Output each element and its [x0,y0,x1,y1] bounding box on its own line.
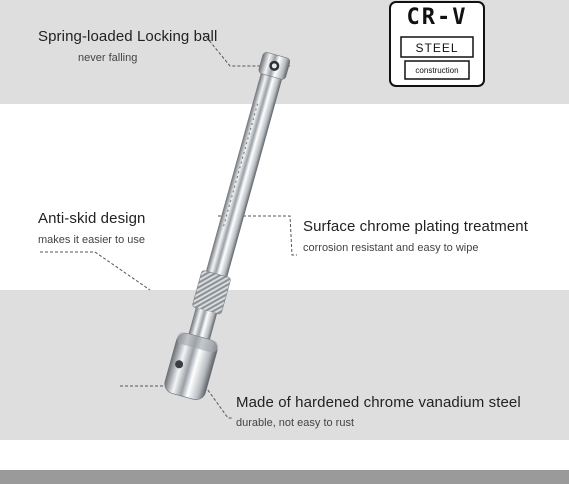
middle-band [0,290,569,440]
badge-grade: CR-V [406,5,468,30]
badge-subtitle: construction [415,66,459,75]
callout-chrome-plating-subtitle: corrosion resistant and easy to wipe [303,242,479,254]
callout-locking-ball-subtitle: never falling [78,52,138,64]
callout-crv-steel-title: Made of hardened chrome vanadium steel [236,394,521,411]
badge-frame-icon [389,1,485,87]
badge-material: STEEL [415,41,459,55]
callout-anti-skid-subtitle: makes it easier to use [38,234,145,246]
callout-crv-steel-subtitle: durable, not easy to rust [236,417,355,429]
callout-anti-skid-title: Anti-skid design [38,210,146,227]
callout-chrome-plating-title: Surface chrome plating treatment [303,218,528,235]
callout-locking-ball-title: Spring-loaded Locking ball [38,28,218,45]
bottom-strip [0,470,569,484]
